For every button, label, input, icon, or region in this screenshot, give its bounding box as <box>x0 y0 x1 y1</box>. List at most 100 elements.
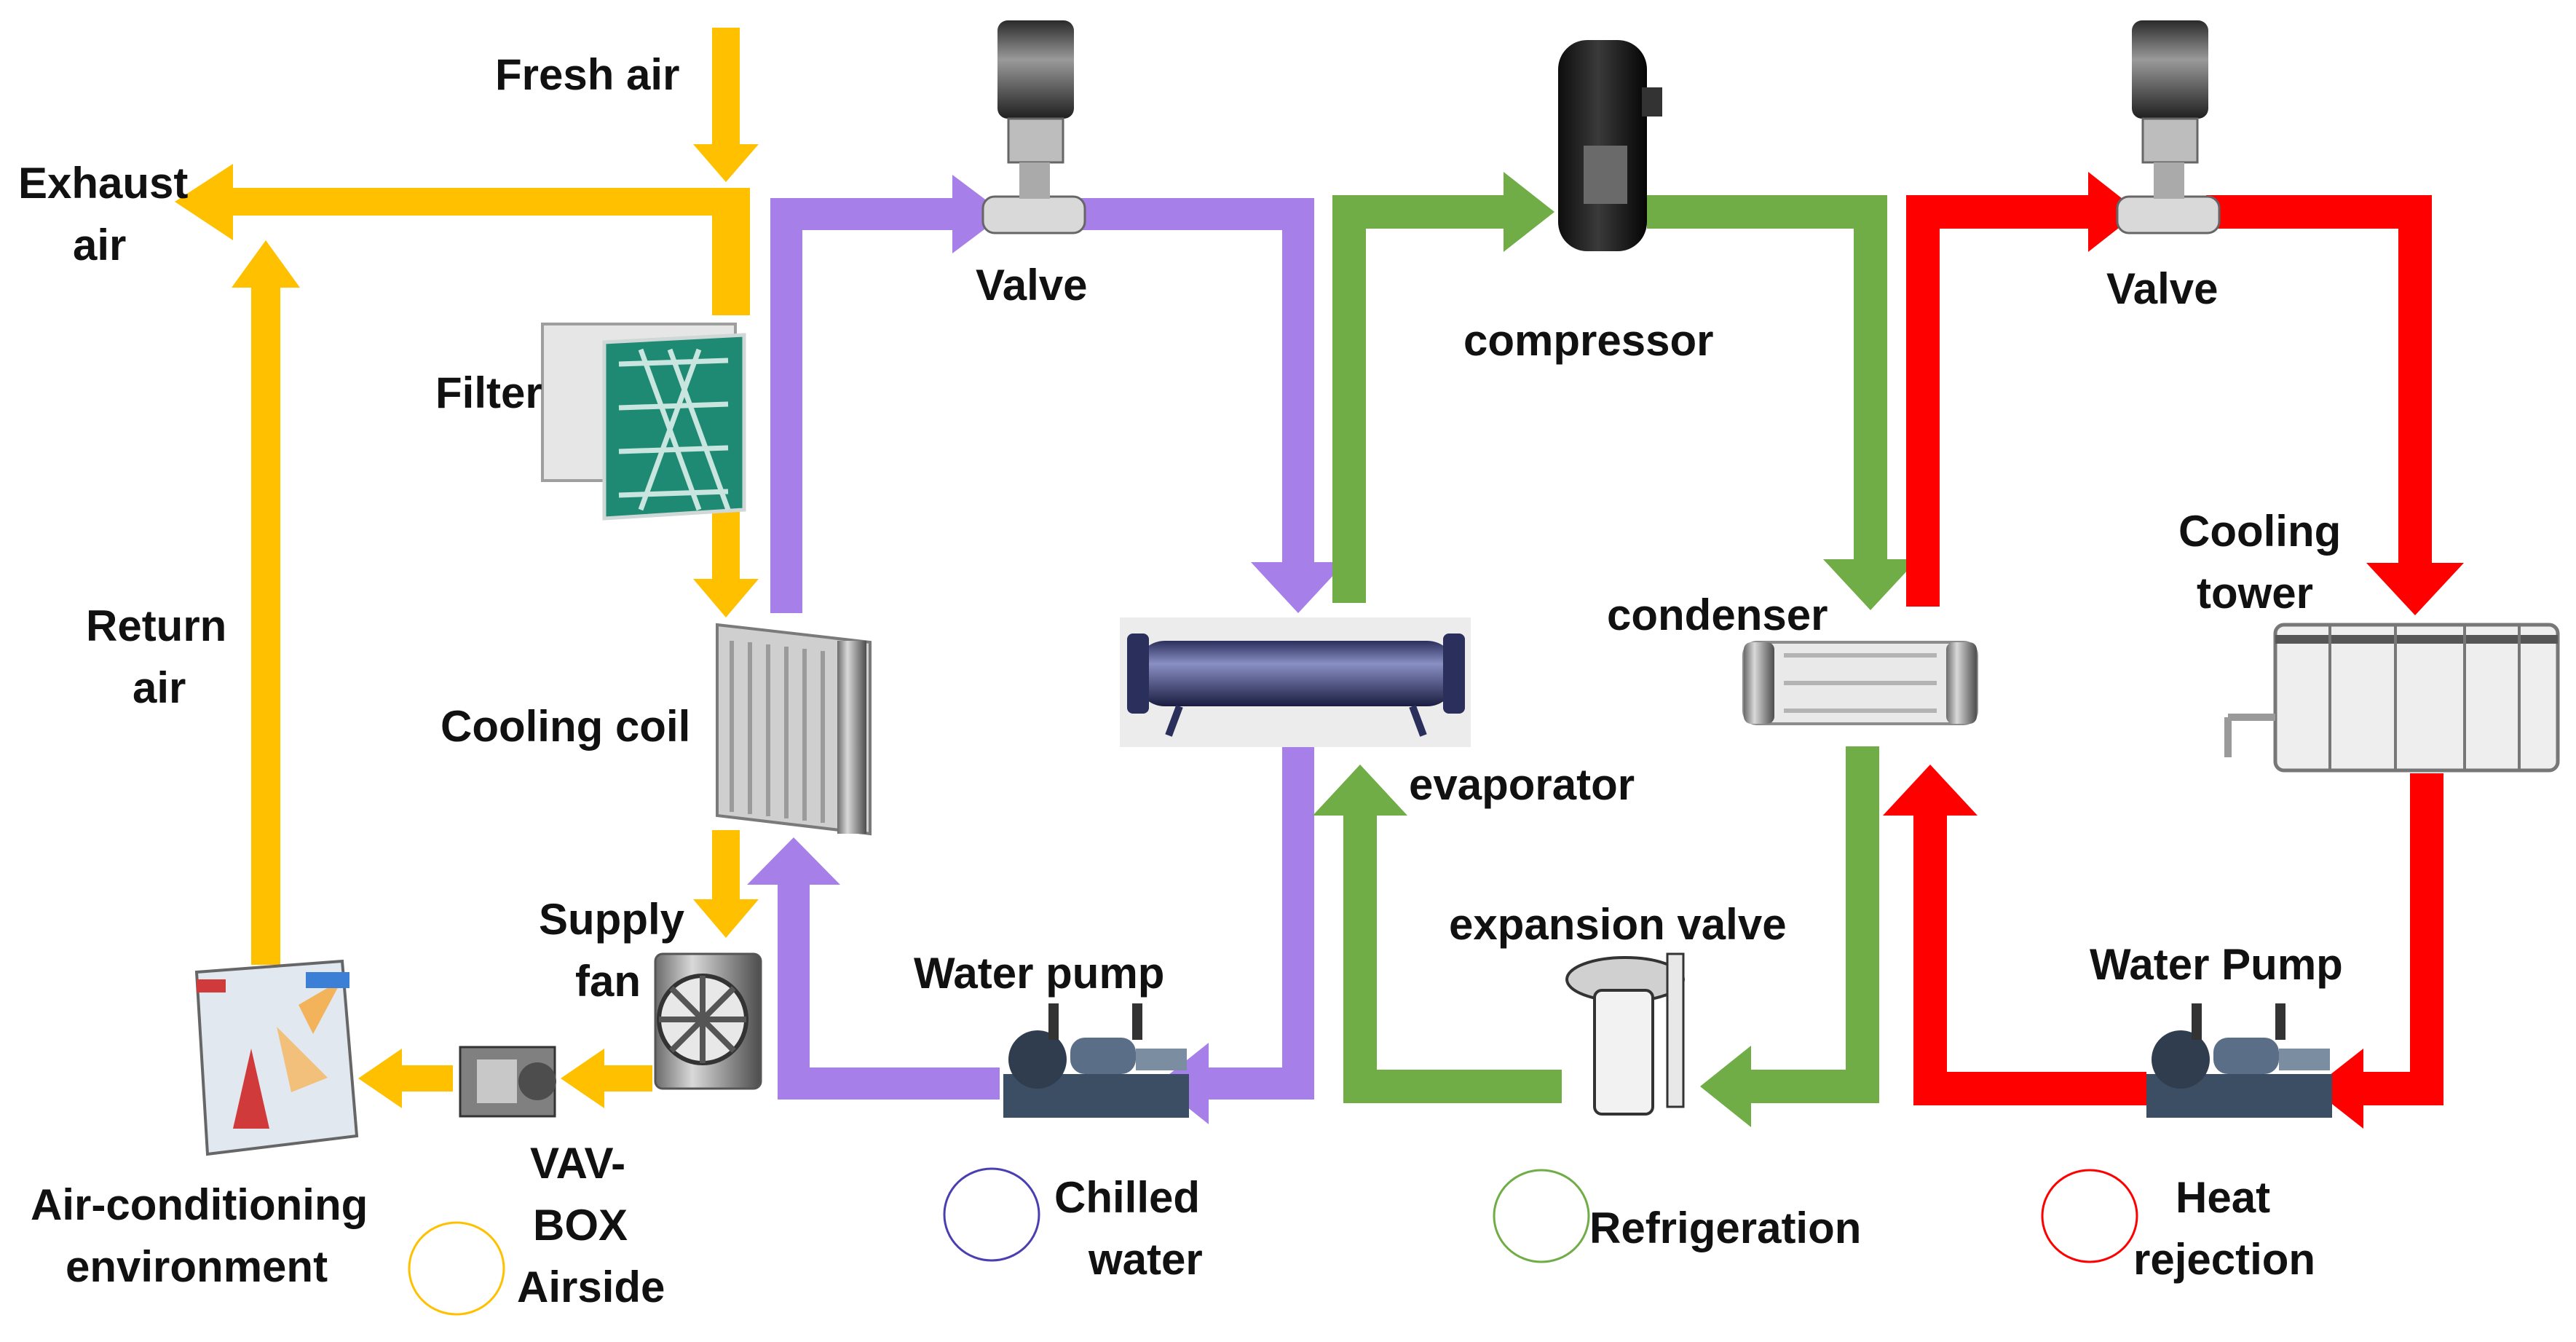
legend-heat-rejection: rejection <box>2133 1235 2315 1284</box>
label-valve-left: Valve <box>976 261 1088 309</box>
ref-arrow-to-expansion <box>1700 1046 1751 1127</box>
label-return-air: air <box>133 663 186 712</box>
hr-riser-left <box>1906 195 1940 607</box>
coil-inlet-arrow <box>693 579 759 617</box>
ref-arrow-to-condenser <box>1823 559 1918 610</box>
label-evaporator: evaporator <box>1409 760 1635 809</box>
label-vav-box: VAV- <box>530 1139 625 1188</box>
heat-exchanger-icon <box>1742 641 1978 725</box>
supply-duct <box>712 830 740 899</box>
chw-riser-to-coil <box>778 885 810 1100</box>
hr-riser-to-condenser <box>1913 816 1947 1105</box>
expansion-valve-icon <box>1565 952 1685 1116</box>
room-arrow <box>358 1049 402 1108</box>
ref-drop-right <box>1854 195 1887 559</box>
supply-fan-arrow <box>693 899 759 938</box>
ref-bottom-left <box>1343 1070 1562 1103</box>
label-vav-box: BOX <box>533 1201 628 1250</box>
valve-actuator-icon <box>2116 20 2221 234</box>
fresh-air-arrow <box>693 144 759 182</box>
ref-riser-left <box>1332 195 1366 603</box>
ref-arrow-to-compressor <box>1504 172 1554 252</box>
exhaust-duct <box>233 188 750 216</box>
hr-bottom-left <box>1913 1072 2146 1105</box>
vav-box-icon <box>459 1046 556 1118</box>
chw-return-down <box>1282 746 1314 1100</box>
airside-loop <box>175 28 759 1108</box>
exhaust-arrow <box>175 164 233 240</box>
cycle-icon <box>1493 1169 1590 1263</box>
label-cooling-coil: Cooling coil <box>440 702 690 751</box>
pump-icon <box>2146 1003 2332 1118</box>
ref-riser-to-evap <box>1343 816 1377 1103</box>
ref-arrow-to-evap <box>1313 765 1407 816</box>
chw-arrow-to-coil <box>747 837 840 885</box>
label-return-air: Return <box>86 601 226 650</box>
hr-arrow-to-condenser <box>1883 765 1978 816</box>
chw-arrow-to-valve <box>952 175 1005 253</box>
chw-top-left <box>770 198 952 230</box>
ref-top-left <box>1332 195 1504 229</box>
hr-arrow-to-tower <box>2366 563 2464 615</box>
hr-drop-right <box>2398 195 2432 563</box>
hr-top-left <box>1906 195 2088 229</box>
cooling-tower-icon <box>2224 623 2560 773</box>
label-compressor: compressor <box>1463 316 1713 365</box>
return-air-duct <box>251 288 280 965</box>
label-ac-environment: environment <box>66 1242 328 1291</box>
label-ac-environment: Air-conditioning <box>31 1180 368 1229</box>
pump-icon <box>1003 1003 1189 1118</box>
hr-return-down <box>2410 773 2443 1105</box>
cycle-icon <box>943 1167 1040 1262</box>
legend-heat-rejection: Heat <box>2176 1173 2270 1222</box>
fresh-air-stem <box>712 28 740 144</box>
label-cooling-tower: tower <box>2197 569 2313 617</box>
label-fresh-air: Fresh air <box>495 50 679 99</box>
label-supply-fan: fan <box>575 957 641 1006</box>
cooling-coil-icon <box>716 623 872 836</box>
ref-top-right <box>1647 195 1887 229</box>
label-supply-fan: Supply <box>539 895 685 944</box>
label-valve-right: Valve <box>2106 264 2219 313</box>
fan-to-vav-duct <box>604 1065 652 1092</box>
heat-exchanger-icon <box>1120 617 1471 747</box>
hr-bottom-right <box>2363 1072 2443 1105</box>
compressor-icon <box>1558 40 1662 251</box>
vav-arrow <box>561 1049 604 1108</box>
label-cooling-tower: Cooling <box>2178 507 2341 556</box>
label-exhaust-air: air <box>73 221 126 269</box>
label-water-pump-right: Water Pump <box>2090 940 2343 989</box>
mixing-duct <box>712 188 750 315</box>
fan-icon <box>654 952 762 1090</box>
hr-arrow-to-valve <box>2088 172 2139 252</box>
chw-bottom-left <box>778 1067 1000 1100</box>
cycle-icon <box>408 1221 505 1316</box>
vav-to-room-duct <box>402 1065 453 1092</box>
heat-rejection-loop <box>1883 172 2464 1129</box>
legend-chilled-water: water <box>1088 1235 1203 1284</box>
legend-chilled-water: Chilled <box>1054 1173 1200 1222</box>
chw-bottom-right <box>1209 1067 1314 1100</box>
label-filter: Filter <box>435 368 542 417</box>
legend-refrigeration: Refrigeration <box>1589 1204 1861 1252</box>
legend-airside: Airside <box>517 1263 665 1311</box>
chw-drop-right <box>1282 198 1314 562</box>
label-condenser: condenser <box>1607 591 1828 639</box>
refrigeration-loop <box>1313 172 1918 1127</box>
chw-riser-left <box>770 198 802 613</box>
filter-icon <box>541 323 746 521</box>
room-icon <box>194 959 359 1156</box>
ref-return-down <box>1846 746 1879 1103</box>
chw-top-right <box>1081 198 1314 230</box>
chilled-water-loop <box>747 175 1346 1124</box>
filter-to-coil-duct <box>712 510 740 579</box>
chw-arrow-to-evap <box>1251 562 1346 613</box>
valve-actuator-icon <box>981 20 1086 234</box>
label-expansion-valve: expansion valve <box>1449 900 1787 949</box>
label-water-pump-left: Water pump <box>914 949 1164 998</box>
cycle-icon <box>2041 1169 2138 1263</box>
label-exhaust-air: Exhaust <box>18 159 188 208</box>
ref-bottom-right <box>1751 1070 1879 1103</box>
return-air-arrow <box>232 240 300 288</box>
